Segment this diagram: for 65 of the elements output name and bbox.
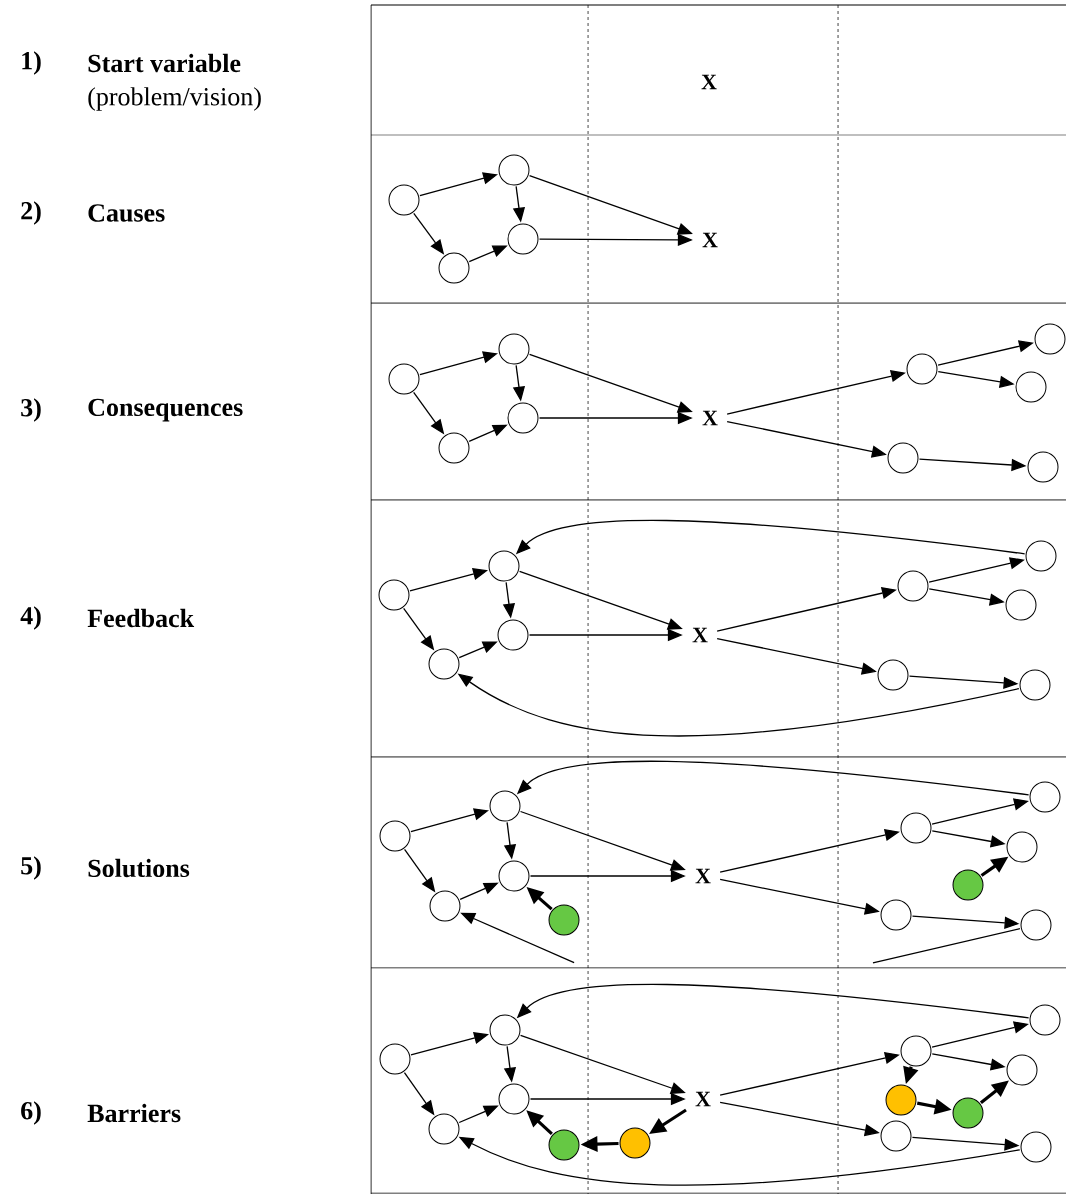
circle-node xyxy=(952,1097,984,1129)
circle-node xyxy=(379,1043,411,1075)
circle-node xyxy=(880,1120,912,1152)
circle-node xyxy=(1029,1004,1061,1036)
circle-node xyxy=(507,402,539,434)
row-number: 5) xyxy=(21,856,41,880)
circle-node xyxy=(885,1084,917,1116)
circle-node xyxy=(507,223,539,255)
circle-node xyxy=(548,1129,580,1161)
row-number: 1) xyxy=(22,51,41,75)
variable-label: X xyxy=(702,410,718,426)
circle-node xyxy=(1034,323,1066,355)
circle-node xyxy=(952,869,984,901)
circle-node xyxy=(1020,1131,1052,1163)
variable-label: X xyxy=(702,232,718,248)
circle-node xyxy=(900,812,932,844)
circle-node xyxy=(498,333,530,365)
circle-node xyxy=(548,904,580,936)
circle-node xyxy=(1020,909,1052,941)
row-number: 6) xyxy=(21,1101,41,1125)
circle-node xyxy=(428,648,460,680)
row-number: 2) xyxy=(21,201,41,225)
circle-node xyxy=(428,1113,460,1145)
circle-node xyxy=(488,550,520,582)
circle-node xyxy=(897,570,929,602)
circle-node xyxy=(489,1014,521,1046)
row-title: Start variable xyxy=(88,53,241,73)
circle-node xyxy=(900,1035,932,1067)
circle-node xyxy=(1005,589,1037,621)
circle-node xyxy=(498,154,530,186)
row-title: Feedback xyxy=(87,608,195,628)
circle-node xyxy=(1029,781,1061,813)
circle-node xyxy=(1019,669,1051,701)
row-title: Consequences xyxy=(88,398,243,422)
variable-label: X xyxy=(695,868,711,884)
circle-node xyxy=(1015,371,1047,403)
circle-node xyxy=(880,899,912,931)
row-title: Barriers xyxy=(87,1103,181,1123)
circle-node xyxy=(1006,831,1038,863)
circle-node xyxy=(619,1127,651,1159)
row-title: Causes xyxy=(88,204,165,222)
row-subtitle: (problem/vision) xyxy=(88,87,261,111)
circle-node xyxy=(1006,1054,1038,1086)
variable-label: X xyxy=(695,1091,711,1107)
circle-node xyxy=(438,432,470,464)
circle-node xyxy=(388,363,420,395)
circle-node xyxy=(498,860,530,892)
circle-node xyxy=(877,659,909,691)
circle-node xyxy=(378,579,410,611)
circle-node xyxy=(379,820,411,852)
circle-node xyxy=(1027,451,1059,483)
circle-node xyxy=(906,353,938,385)
circle-node xyxy=(438,252,470,284)
circle-node xyxy=(489,790,521,822)
row-number: 4) xyxy=(20,606,41,630)
circle-node xyxy=(887,442,919,474)
variable-label: X xyxy=(692,627,708,643)
circle-node xyxy=(498,1083,530,1115)
circle-node xyxy=(429,890,461,922)
row-title: Solutions xyxy=(88,858,190,878)
circle-node xyxy=(497,619,529,651)
row-number: 3) xyxy=(21,398,41,422)
variable-label: X xyxy=(701,74,717,90)
circle-node xyxy=(388,184,420,216)
circle-node xyxy=(1025,540,1057,572)
